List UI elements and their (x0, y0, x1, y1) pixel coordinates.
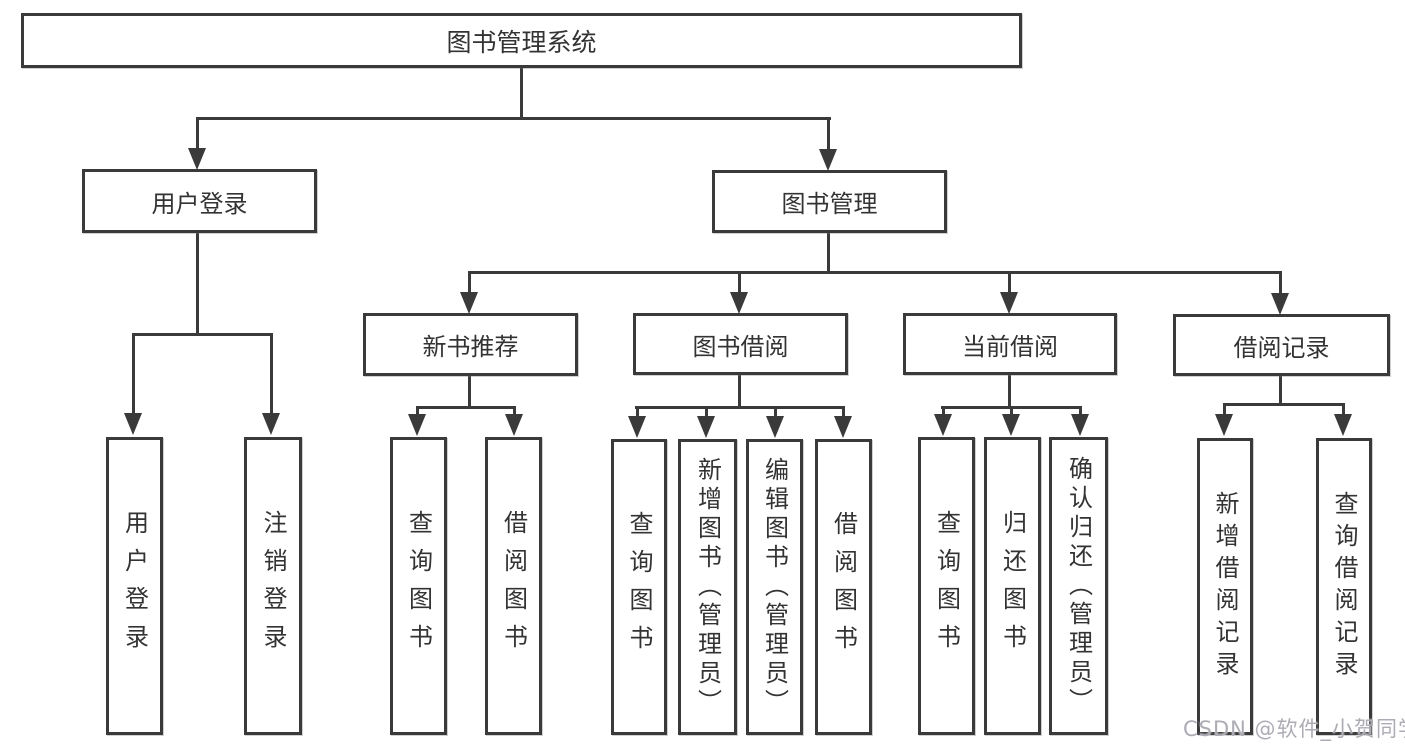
node-label: 查询图书 (932, 510, 961, 662)
connector-stem (1008, 271, 1011, 294)
arrow-down (1000, 292, 1018, 314)
node-label: 借阅图书 (499, 510, 528, 662)
node-label: 注销登录 (259, 510, 287, 662)
connector-root-trunk (520, 68, 523, 120)
arrow-down (408, 414, 426, 436)
connector-new-rec-trunk (468, 375, 471, 409)
node-label: 用户登录 (120, 510, 149, 662)
node-add-borrow-record: 新增借阅记录 (1197, 438, 1253, 735)
arrow-down (1334, 414, 1352, 436)
connector-stem (942, 406, 945, 418)
node-label: 图书管理系统 (446, 27, 597, 57)
node-query-books-borrowing: 查询图书 (611, 439, 667, 735)
node-confirm-return-admin: 确认归还（管理员） (1049, 437, 1108, 735)
connector-stem (468, 271, 471, 294)
connector-stem (1279, 271, 1282, 294)
arrow-down (1071, 414, 1089, 436)
node-label: 图书管理 (781, 190, 878, 218)
connector-stem (1010, 406, 1013, 418)
node-label: 编辑图书（管理员） (760, 456, 789, 718)
node-label: 图书借阅 (692, 332, 789, 361)
node-label: 新增图书（管理员） (693, 456, 722, 718)
connector-stem (416, 406, 419, 418)
connector-book-borrow-trunk (738, 374, 741, 409)
connector-stem (842, 406, 845, 418)
node-logout: 注销登录 (244, 437, 302, 735)
arrow-down (460, 292, 478, 314)
connector-user-login-branch (132, 333, 273, 336)
node-label: 查询图书 (625, 511, 653, 663)
node-label: 确认归还（管理员） (1064, 455, 1093, 717)
node-label: 新增借阅记录 (1211, 490, 1239, 683)
node-label: 查询图书 (404, 510, 433, 662)
node-label: 归还图书 (998, 510, 1027, 662)
arrow-down (1271, 293, 1289, 315)
arrow-down (1002, 414, 1020, 436)
node-edit-book-admin: 编辑图书（管理员） (746, 439, 803, 735)
connector-stem (132, 333, 135, 413)
node-query-borrow-record: 查询借阅记录 (1316, 438, 1372, 735)
connector-stem (1342, 403, 1345, 416)
connector-stem (513, 406, 516, 418)
node-label: 用户登录 (151, 189, 248, 218)
node-new-book-recommend: 新书推荐 (363, 313, 578, 376)
connector-book-borrow-branch (635, 406, 844, 409)
arrow-down (262, 413, 280, 435)
node-label: 借阅记录 (1233, 333, 1330, 362)
arrow-down (730, 292, 748, 314)
arrow-down (697, 416, 715, 438)
node-book-management: 图书管理 (712, 170, 947, 233)
node-label: 查询借阅记录 (1330, 490, 1358, 683)
node-borrow-books-recommend: 借阅图书 (485, 437, 542, 735)
arrow-down (188, 148, 206, 170)
connector-stem (1223, 403, 1226, 416)
csdn-watermark: CSDN @软件_小贺同学 (1183, 717, 1405, 741)
node-user-login: 用户登录 (82, 169, 317, 233)
connector-stem (827, 117, 830, 151)
connector-stem (270, 333, 273, 413)
arrow-down (124, 413, 142, 435)
connector-current-borrow-trunk (1008, 374, 1011, 409)
arrow-down (1215, 414, 1233, 436)
arrow-down (628, 416, 646, 438)
connector-borrow-record-branch (1223, 403, 1345, 406)
node-current-borrowing: 当前借阅 (903, 313, 1117, 375)
arrow-down (766, 416, 784, 438)
node-borrow-books-leaf: 借阅图书 (815, 439, 872, 735)
node-query-books-recommend: 查询图书 (390, 437, 447, 735)
node-add-book-admin: 新增图书（管理员） (678, 439, 737, 735)
connector-stem (738, 271, 741, 294)
arrow-down (819, 149, 837, 171)
connector-level3-branch (468, 271, 1282, 274)
node-book-borrowing: 图书借阅 (633, 313, 848, 375)
connector-stem (774, 406, 777, 418)
node-library-system: 图书管理系统 (21, 13, 1022, 68)
node-return-book: 归还图书 (984, 437, 1041, 735)
connector-level2-branch (196, 117, 831, 120)
node-label: 当前借阅 (962, 332, 1058, 361)
connector-book-mgmt-trunk (827, 232, 830, 274)
arrow-down (934, 414, 952, 436)
connector-stem (1079, 406, 1082, 418)
node-borrow-records: 借阅记录 (1173, 314, 1390, 376)
node-label: 新书推荐 (422, 333, 519, 361)
node-user-login-leaf: 用户登录 (106, 437, 163, 735)
connector-stem (196, 117, 199, 151)
node-label: 借阅图书 (829, 511, 858, 663)
arrow-down (834, 416, 852, 438)
connector-stem (636, 406, 639, 418)
connector-user-login-trunk (196, 232, 199, 336)
arrow-down (505, 414, 523, 436)
node-query-books-current: 查询图书 (918, 437, 975, 735)
connector-stem (705, 406, 708, 418)
connector-new-rec-branch (416, 406, 516, 409)
connector-borrow-record-trunk (1279, 375, 1282, 406)
